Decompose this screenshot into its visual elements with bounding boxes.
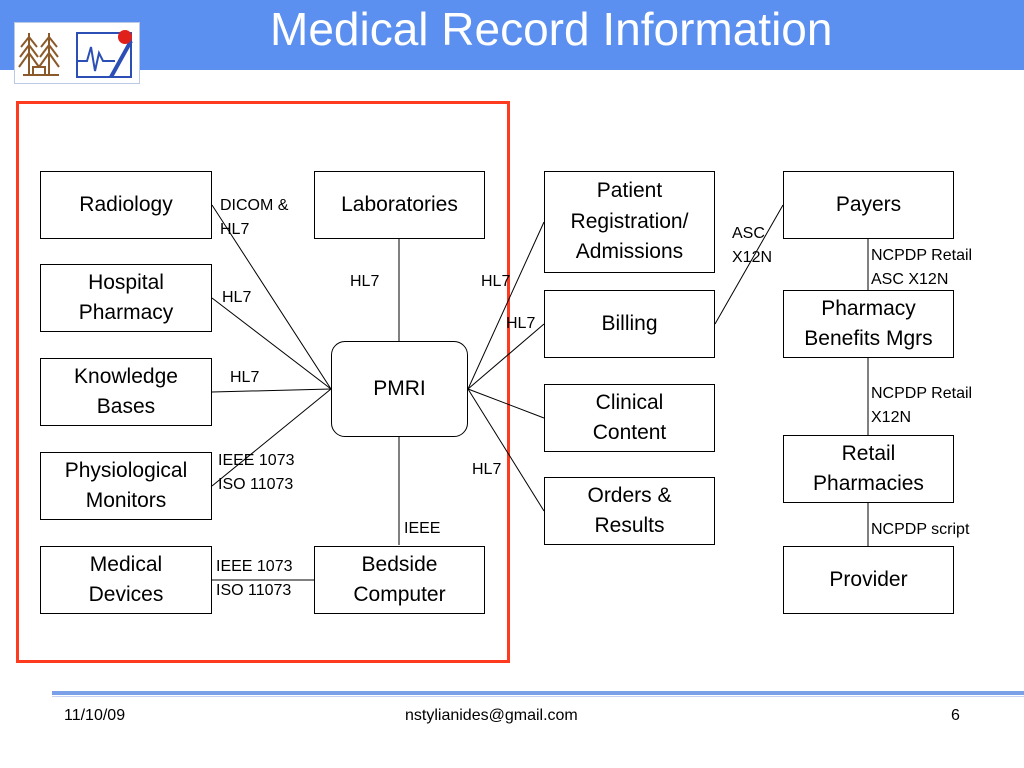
institution-logo	[14, 22, 140, 84]
slide-title: Medical Record Information	[270, 3, 833, 55]
label-lab-hl7: HL7	[350, 273, 380, 290]
header-bar	[0, 0, 1024, 70]
label-devices-ieee: IEEE 1073 ISO 11073	[216, 558, 293, 599]
edge-radiology-pmri	[211, 204, 332, 390]
highlight-frame	[16, 101, 510, 663]
edge-pharmacy-pmri	[211, 297, 332, 390]
label-payers-pbm: NCPDP Retail ASC X12N	[871, 247, 973, 288]
footer-email: nstylianides@gmail.com	[405, 707, 578, 724]
edge-pmri-registration	[467, 221, 545, 390]
node-knowledge-bases: Knowledge Bases	[40, 358, 212, 426]
footer-rule-thin	[52, 696, 1024, 697]
node-radiology: Radiology	[40, 171, 212, 239]
node-orders-results: Orders & Results	[544, 477, 715, 545]
label-asc-x12n: ASC X12N	[732, 225, 773, 266]
node-patient-registration: Patient Registration/ Admissions	[544, 171, 715, 273]
label-registration-hl7: HL7	[481, 273, 511, 290]
node-physiological-monitors: Physiological Monitors	[40, 452, 212, 520]
edge-knowledge-pmri	[211, 388, 332, 393]
edge-pmri-orders	[467, 388, 545, 512]
label-orders-hl7: HL7	[472, 461, 502, 478]
edge-pmri-billing	[467, 323, 545, 390]
logo-graphic	[18, 30, 133, 78]
node-provider: Provider	[783, 546, 954, 614]
node-laboratories: Laboratories	[314, 171, 485, 239]
node-hospital-pharmacy: Hospital Pharmacy	[40, 264, 212, 332]
label-dicom-hl7: DICOM & HL7	[220, 197, 289, 238]
label-monitors-ieee: IEEE 1073 ISO 11073	[218, 452, 295, 493]
footer-page-number: 6	[951, 707, 960, 724]
edge-pmri-clinical	[467, 388, 545, 419]
label-ncpdp-script: NCPDP script	[871, 521, 970, 538]
footer-date: 11/10/09	[64, 707, 126, 724]
label-bedside-ieee: IEEE	[404, 520, 441, 537]
node-payers: Payers	[783, 171, 954, 239]
node-billing: Billing	[544, 290, 715, 358]
node-medical-devices: Medical Devices	[40, 546, 212, 614]
node-bedside-computer: Bedside Computer	[314, 546, 485, 614]
label-billing-hl7: HL7	[506, 315, 536, 332]
footer-rule	[52, 691, 1024, 695]
node-pmri: PMRI	[331, 341, 468, 437]
edge-billing-payers	[714, 204, 784, 325]
node-retail-pharmacies: Retail Pharmacies	[783, 435, 954, 503]
node-pharmacy-benefits: Pharmacy Benefits Mgrs	[783, 290, 954, 358]
label-knowledge-hl7: HL7	[230, 369, 260, 386]
label-pbm-retail: NCPDP Retail X12N	[871, 385, 973, 426]
edge-monitors-pmri	[211, 388, 332, 487]
label-pharmacy-hl7: HL7	[222, 289, 252, 306]
node-clinical-content: Clinical Content	[544, 384, 715, 452]
